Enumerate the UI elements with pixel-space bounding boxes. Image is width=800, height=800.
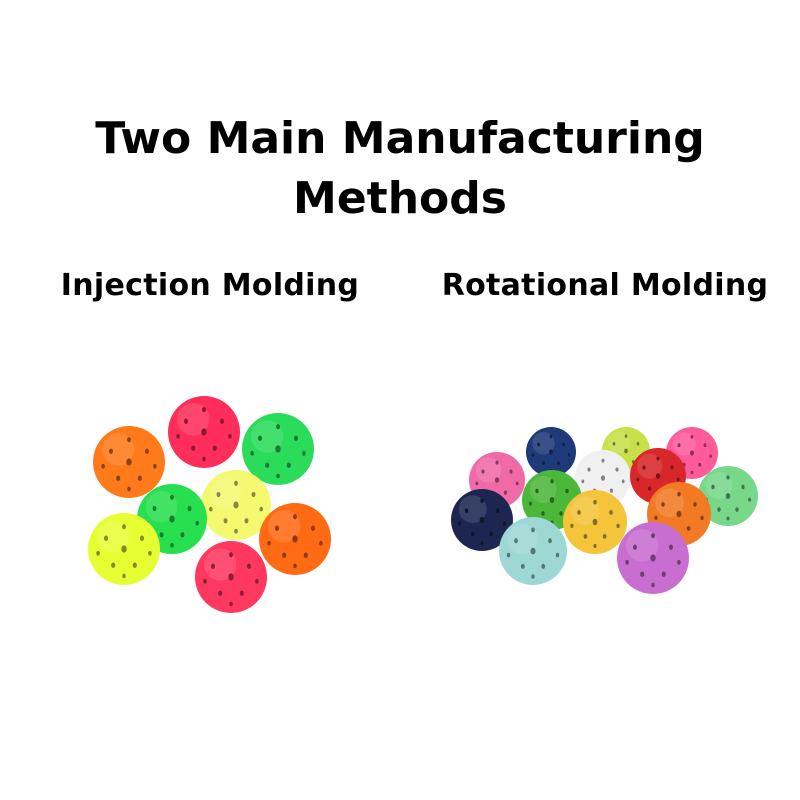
ball (698, 466, 758, 526)
ball (451, 489, 513, 551)
ball (563, 490, 627, 554)
page-title-line-2: Methods (293, 173, 507, 225)
ball (195, 541, 267, 613)
ball (522, 470, 582, 530)
injection-molding-label: Injection Molding (60, 268, 360, 303)
page-title-line-1: Two Main Manufacturing (95, 113, 705, 165)
ball (88, 513, 160, 585)
ball (617, 522, 689, 594)
rotational-molding-label: Rotational Molding (441, 268, 769, 303)
ball (242, 413, 314, 485)
ball (499, 517, 567, 585)
ball (526, 427, 576, 477)
ball (168, 396, 240, 468)
rotational-molding-balls-image (451, 427, 758, 594)
ball (259, 503, 331, 575)
ball (93, 426, 165, 498)
injection-molding-balls-image (88, 396, 331, 613)
ball (201, 470, 271, 540)
page-title: Two Main Manufacturing Methods (0, 109, 800, 229)
